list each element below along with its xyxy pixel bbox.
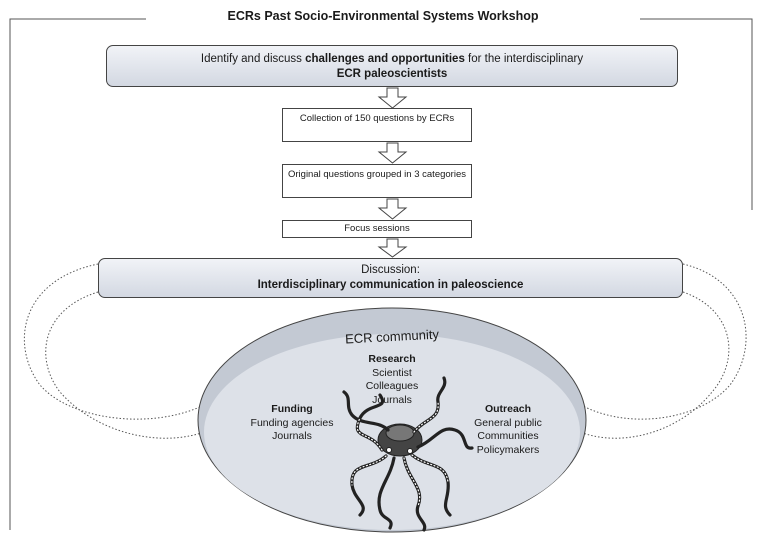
step-identify-bold: challenges and opportunities xyxy=(305,53,465,65)
step-collection-box: Collection of 150 questions by ECRs xyxy=(282,108,472,142)
frame-right-line xyxy=(640,18,753,210)
outreach-item: General public xyxy=(474,416,542,429)
step-discussion-box: Discussion: Interdisciplinary communicat… xyxy=(98,258,683,298)
right-loop-outer xyxy=(582,263,747,420)
down-arrow-1 xyxy=(377,87,408,109)
outreach-group: Outreach General public Communities Poli… xyxy=(448,403,568,457)
down-arrow-4 xyxy=(377,238,408,258)
octopus-illustration xyxy=(342,376,474,532)
research-item: Scientist xyxy=(372,366,412,379)
research-item: Colleagues xyxy=(365,380,419,392)
diagram-title: ECRs Past Socio-Environmental Systems Wo… xyxy=(227,9,539,23)
right-loop-inner xyxy=(574,291,730,439)
discussion-label: Discussion: xyxy=(361,264,420,276)
down-arrow-2 xyxy=(377,142,408,164)
step-identify-line1: Identify and discuss challenges and oppo… xyxy=(107,52,677,67)
research-item: Journals xyxy=(372,393,412,406)
step-focus-box: Focus sessions xyxy=(282,220,472,238)
left-loop-outer xyxy=(23,263,203,420)
outreach-item: Communities xyxy=(477,430,539,442)
research-group: Research Scientist Colleagues Journals xyxy=(332,353,452,407)
research-heading: Research xyxy=(368,353,416,365)
frame-left-line xyxy=(9,18,146,530)
step-identify-box: Identify and discuss challenges and oppo… xyxy=(106,45,678,87)
step-identify-line2: ECR paleoscientists xyxy=(336,68,448,80)
outreach-item: Policymakers xyxy=(476,443,540,456)
step-identify-suffix: for the interdisciplinary xyxy=(464,53,584,65)
outreach-heading: Outreach xyxy=(484,403,532,415)
left-loop-inner xyxy=(45,291,211,439)
down-arrow-3 xyxy=(377,198,408,220)
funding-heading: Funding xyxy=(271,403,313,415)
step-grouping-box: Original questions grouped in 3 categori… xyxy=(282,164,472,198)
funding-group: Funding Funding agencies Journals xyxy=(232,403,352,444)
discussion-topic: Interdisciplinary communication in paleo… xyxy=(257,279,524,291)
step-identify-prefix: Identify and discuss xyxy=(200,53,306,65)
funding-item: Funding agencies xyxy=(250,416,334,429)
funding-item: Journals xyxy=(272,430,312,442)
